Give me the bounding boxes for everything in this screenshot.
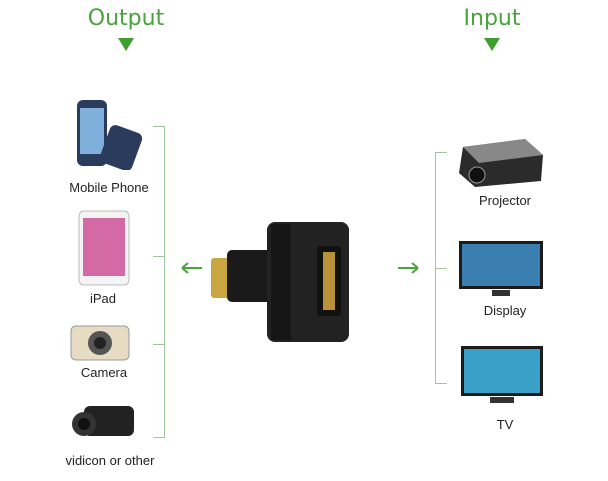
right-arrow-icon	[398, 262, 419, 274]
connector-tick	[435, 383, 447, 384]
input-title: Input	[463, 6, 521, 31]
camcorder-image	[72, 406, 134, 436]
connector-tick	[435, 268, 447, 269]
camera-image	[70, 325, 130, 361]
connector-tick	[435, 152, 447, 153]
tv-image	[461, 346, 543, 403]
connector-tick	[153, 344, 165, 345]
device-label: vidicon or other	[65, 453, 155, 468]
mobile-phone-image	[77, 100, 143, 170]
connector-tick	[153, 126, 165, 127]
left-arrow-icon	[181, 262, 202, 274]
device-label: Mobile Phone	[69, 180, 149, 195]
device-label: Projector	[478, 193, 532, 208]
device-label: TV	[496, 417, 514, 432]
connector-tick	[153, 256, 165, 257]
hdmi-adapter-image	[211, 222, 349, 342]
display-image	[459, 241, 543, 296]
device-label: iPad	[89, 291, 117, 306]
ipad-image	[78, 210, 130, 286]
device-label: Display	[483, 303, 527, 318]
output-connector	[164, 126, 165, 438]
down-arrow-icon	[484, 38, 500, 51]
down-arrow-icon	[118, 38, 134, 51]
device-label: Camera	[80, 365, 128, 380]
connector-tick	[153, 437, 165, 438]
output-title: Output	[87, 6, 165, 31]
projector-image	[459, 139, 543, 187]
